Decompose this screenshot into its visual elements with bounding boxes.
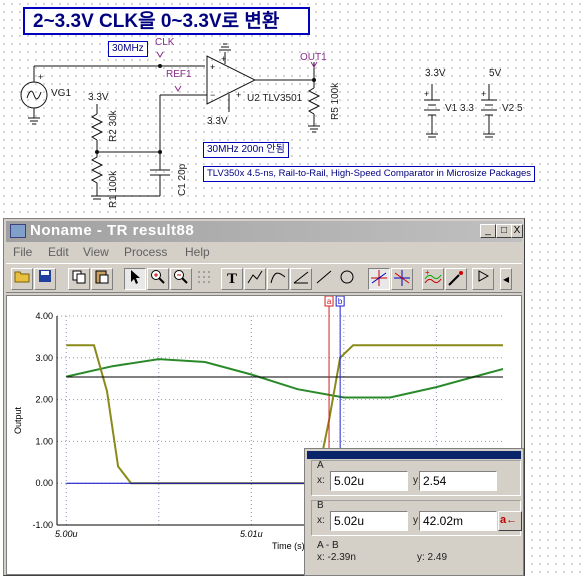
cursor-a-icon[interactable] xyxy=(368,268,390,290)
copy-to-a-button[interactable]: a← xyxy=(498,511,522,531)
play-icon[interactable] xyxy=(472,268,494,290)
vg-label: VG1 xyxy=(51,88,72,99)
out-label: OUT1 xyxy=(300,52,327,63)
v1-label: V1 3.3 xyxy=(445,103,474,114)
pointer-icon[interactable] xyxy=(124,268,146,290)
cursor-b-x-label: x: xyxy=(317,515,325,526)
zoom-100-icon[interactable] xyxy=(170,268,192,290)
cursor-b-handle-label: b xyxy=(338,297,343,306)
y-tick-label: 3.00 xyxy=(35,353,53,363)
ellipse-tool-icon[interactable] xyxy=(336,268,358,290)
toolbar: T + ◂ xyxy=(6,263,522,293)
r1-label: R1 100k xyxy=(108,170,119,208)
cursor-b-handle xyxy=(335,296,345,307)
annotate-icon[interactable] xyxy=(244,268,266,290)
waveform-chart[interactable]: 4.00 3.00 2.00 1.00 0.00 -1.005.00u 5.01u 5.02u… xyxy=(7,296,521,574)
cursor-b-group-label: B xyxy=(317,500,324,511)
x-tick-label: 5.00u xyxy=(55,529,78,539)
cursor-a-x-field[interactable]: 5.02u xyxy=(330,471,408,491)
cursor-a-handle xyxy=(324,296,334,307)
cursor-a-group-label: A xyxy=(317,460,324,471)
cursor-a-y-label: y: xyxy=(413,475,421,486)
cursor-b-y-field[interactable]: 42.02m xyxy=(419,511,497,531)
toolbar-scroll-left-icon[interactable]: ◂ xyxy=(500,268,512,290)
x-tick-label: 5.01u xyxy=(240,529,263,539)
cursor-a-y-field[interactable]: 2.54 xyxy=(419,471,497,491)
r5-label: R5 100k xyxy=(330,82,341,120)
line-tool-icon[interactable] xyxy=(313,268,335,290)
tangent-icon[interactable] xyxy=(290,268,312,290)
svg-text:+: + xyxy=(221,54,226,64)
menu-process[interactable]: Process xyxy=(124,245,168,259)
cursor-a-group xyxy=(311,460,521,496)
series-sine xyxy=(66,358,503,399)
note-speed: 30MHz 200n 안됨 xyxy=(203,142,289,158)
copy-icon[interactable] xyxy=(68,268,90,290)
u2-supply-label: 3.3V xyxy=(207,116,228,127)
menu-bar: File Edit View Process Help xyxy=(6,243,522,261)
svg-text:+: + xyxy=(210,62,215,72)
add-curve-icon[interactable]: + xyxy=(422,268,444,290)
cursor-a-handle-label: a xyxy=(327,297,332,306)
y-tick-label: 2.00 xyxy=(35,395,53,405)
cursor-readout-panel: A x: 5.02u y: 2.54 B x: 5.02u y: 42.02m … xyxy=(304,448,524,576)
cursor-b-icon[interactable] xyxy=(391,268,413,290)
v2-label: V2 5 xyxy=(502,103,523,114)
svg-text:+: + xyxy=(424,89,429,99)
maximize-button[interactable]: □ xyxy=(496,224,512,238)
cursor-diff-group-label: A - B xyxy=(317,540,339,551)
y-tick-label: -1.00 xyxy=(32,520,53,530)
minimize-button[interactable]: _ xyxy=(480,224,496,238)
curve-label-icon[interactable] xyxy=(267,268,289,290)
cursor-panel-titlebar[interactable] xyxy=(307,451,521,459)
freq-label: 30MHz xyxy=(108,41,148,57)
c1-label: C1 20p xyxy=(177,163,188,196)
grid-icon[interactable] xyxy=(193,268,215,290)
note-part: TLV350x 4.5-ns, Rail-to-Rail, High-Speed… xyxy=(203,166,536,182)
svg-text:+: + xyxy=(236,90,241,100)
v1-top-label: 3.3V xyxy=(425,68,446,79)
cursor-b-x-field[interactable]: 5.02u xyxy=(330,511,408,531)
cursor-diff-y: y: 2.49 xyxy=(417,552,448,563)
cursor-b-y-label: y: xyxy=(413,515,421,526)
menu-help[interactable]: Help xyxy=(185,245,210,259)
window-title: Noname - TR result88 xyxy=(30,222,195,239)
svg-text:+: + xyxy=(425,269,430,277)
y-tick-label: 0.00 xyxy=(35,478,53,488)
menu-view[interactable]: View xyxy=(83,245,109,259)
menu-edit[interactable]: Edit xyxy=(48,245,69,259)
text-tool-icon[interactable]: T xyxy=(221,268,243,290)
cursor-a-x-label: x: xyxy=(317,475,325,486)
x-axis-label: Time (s) xyxy=(272,541,305,551)
open-folder-icon[interactable] xyxy=(11,268,33,290)
y-axis-label: Output xyxy=(13,406,23,434)
probe-icon[interactable] xyxy=(445,268,467,290)
clk-label: CLK xyxy=(155,37,175,48)
svg-text:+: + xyxy=(481,89,486,99)
schematic-title: 2~3.3V CLK을 0~3.3V로 변환 xyxy=(23,7,310,35)
save-icon[interactable] xyxy=(34,268,56,290)
r2-label: R2 30k xyxy=(108,110,119,142)
r2-supply-label: 3.3V xyxy=(88,92,109,103)
u2-label: U2 TLV3501 xyxy=(247,93,303,104)
zoom-in-icon[interactable] xyxy=(147,268,169,290)
svg-text:+: + xyxy=(38,72,43,82)
paste-icon[interactable] xyxy=(91,268,113,290)
svg-text:−: − xyxy=(210,90,215,100)
cursor-diff-x: x: -2.39n xyxy=(317,552,356,563)
window-titlebar[interactable]: Noname - TR result88 _ □ X xyxy=(6,221,523,242)
y-tick-label: 4.00 xyxy=(35,311,53,321)
close-button[interactable]: X xyxy=(511,224,523,238)
menu-file[interactable]: File xyxy=(13,245,33,259)
schematic-diagram: + + − + + + + xyxy=(20,43,497,200)
v2-top-label: 5V xyxy=(489,68,502,79)
ref-label: REF1 xyxy=(166,69,192,80)
app-icon xyxy=(10,224,26,238)
y-tick-label: 1.00 xyxy=(35,436,53,446)
